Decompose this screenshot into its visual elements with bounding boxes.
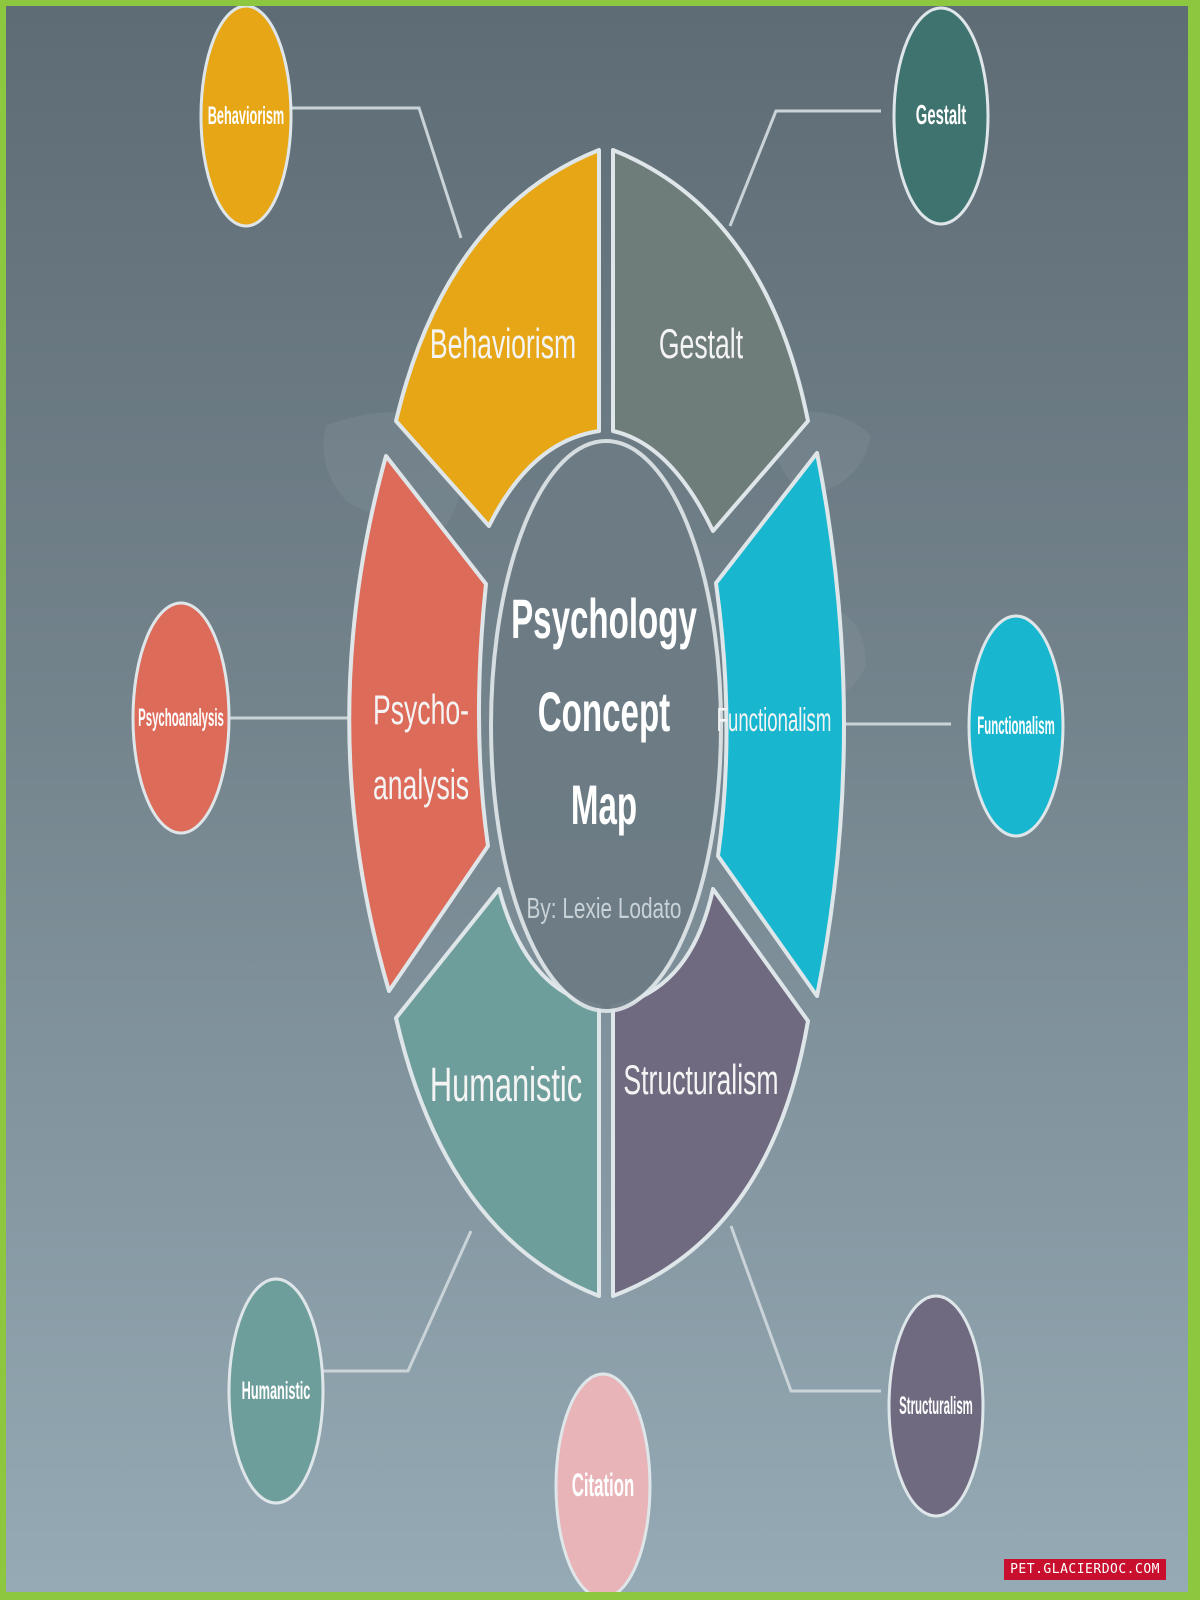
watermark-badge: PET.GLACIERDOC.COM: [1004, 1559, 1166, 1580]
author-byline: By: Lexie Lodato: [527, 893, 682, 925]
ring-segments: [347, 148, 846, 1298]
page-title: Psychology Concept Map: [511, 588, 697, 836]
connector-behaviorism: [291, 106, 463, 239]
title-line-1: Psychology: [511, 588, 697, 650]
segment-label-psychoanalysis-1: Psycho-: [373, 687, 469, 734]
segment-label-behaviorism: Behaviorism: [430, 321, 576, 368]
center-circle: [489, 439, 723, 1013]
segment-label-humanistic: Humanistic: [430, 1057, 582, 1112]
segment-label-gestalt: Gestalt: [659, 321, 743, 368]
segment-label-functionalism: Functionalism: [717, 701, 832, 738]
segment-behaviorism[interactable]: [394, 148, 601, 528]
node-psychoanalysis-shape: [131, 601, 231, 835]
concept-map-diagram: Psychology Concept Map By: Lexie Lodato …: [131, 6, 1065, 1592]
node-humanistic-shape: [227, 1277, 325, 1505]
connector-lines: [226, 106, 951, 1393]
node-functionalism-shape: [967, 614, 1065, 838]
node-functionalism-label: Functionalism: [977, 712, 1055, 740]
node-gestalt[interactable]: Gestalt: [892, 6, 990, 226]
node-functionalism[interactable]: Functionalism: [967, 614, 1065, 838]
segment-gestalt[interactable]: [611, 148, 810, 533]
segment-label-structuralism: Structuralism: [623, 1057, 778, 1104]
node-behaviorism-label: Behaviorism: [208, 103, 285, 131]
connector-humanistic: [321, 1230, 473, 1373]
segment-functionalism[interactable]: [714, 451, 846, 998]
title-line-3: Map: [571, 774, 637, 836]
node-behaviorism[interactable]: Behaviorism: [199, 6, 293, 228]
node-gestalt-shape: [892, 6, 990, 226]
node-citation[interactable]: Citation: [554, 1372, 652, 1592]
node-gestalt-label: Gestalt: [916, 99, 967, 130]
segment-humanistic[interactable]: [394, 887, 601, 1298]
node-psychoanalysis[interactable]: Psychoanalysis: [131, 601, 231, 835]
node-citation-label: Citation: [572, 1468, 635, 1503]
node-humanistic-label: Humanistic: [242, 1378, 311, 1406]
node-structuralism-shape: [887, 1294, 985, 1518]
connector-structuralism: [729, 1225, 881, 1393]
node-structuralism-label: Structuralism: [899, 1392, 973, 1420]
node-behaviorism-shape: [199, 6, 293, 228]
segment-psychoanalysis[interactable]: [347, 454, 490, 993]
segment-label-psychoanalysis-2: analysis: [373, 762, 469, 809]
connector-gestalt: [728, 109, 881, 227]
node-psychoanalysis-label: Psychoanalysis: [138, 704, 224, 732]
node-structuralism[interactable]: Structuralism: [887, 1294, 985, 1518]
title-line-2: Concept: [538, 681, 670, 743]
node-citation-shape: [554, 1372, 652, 1592]
node-humanistic[interactable]: Humanistic: [227, 1277, 325, 1505]
segment-structuralism[interactable]: [611, 887, 810, 1298]
diagram-frame: Psychology Concept Map By: Lexie Lodato …: [6, 6, 1188, 1592]
